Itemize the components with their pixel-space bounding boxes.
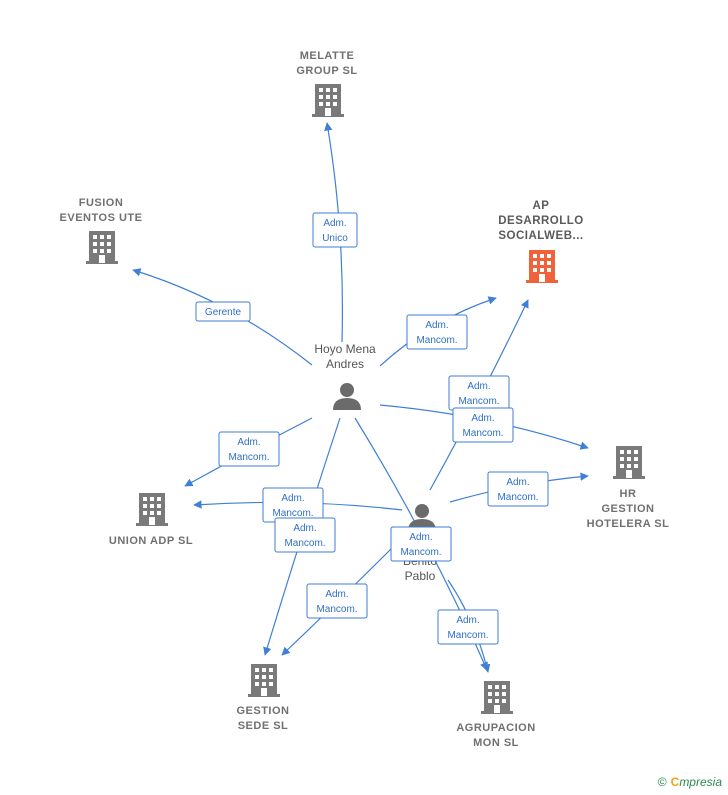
person-label: Andres xyxy=(326,357,364,371)
rel-text: Adm. xyxy=(409,532,432,543)
node-agrupacion[interactable]: AGRUPACION MON SL xyxy=(456,681,535,749)
rel-text: Adm. xyxy=(293,523,316,534)
node-hr[interactable]: HR GESTION HOTELERA SL xyxy=(587,446,670,530)
brand-watermark: ©Cmpresia xyxy=(658,775,722,789)
node-fusion[interactable]: FUSION EVENTOS UTE xyxy=(60,197,143,264)
rel-text: Adm. xyxy=(467,381,490,392)
node-label: AGRUPACION xyxy=(456,722,535,734)
brand-logo-initial: C xyxy=(670,775,680,789)
rel-text: Adm. xyxy=(471,413,494,424)
rel-text: Adm. xyxy=(281,493,304,504)
node-union[interactable]: UNION ADP SL xyxy=(109,493,193,547)
relation-label-r9: Adm. Mancom. xyxy=(274,517,336,553)
rel-text: Mancom. xyxy=(284,538,325,549)
relation-label-r2: Gerente xyxy=(195,301,251,322)
node-label: HOTELERA SL xyxy=(587,518,670,530)
rel-text: Mancom. xyxy=(458,396,499,407)
rel-text: Gerente xyxy=(205,307,242,318)
rel-text: Unico xyxy=(322,233,348,244)
node-label: SEDE SL xyxy=(238,720,289,732)
relation-labels: Adm. Unico Gerente Adm. Mancom. Adm. Man… xyxy=(195,212,549,645)
rel-text: Adm. xyxy=(425,320,448,331)
rel-text: Mancom. xyxy=(416,335,457,346)
relation-label-r1: Adm. Unico xyxy=(312,212,358,248)
node-label: GESTION xyxy=(236,705,289,717)
node-gestion[interactable]: GESTION SEDE SL xyxy=(236,664,289,732)
rel-text: Mancom. xyxy=(228,452,269,463)
rel-text: Adm. xyxy=(323,218,346,229)
building-icon xyxy=(86,231,118,264)
node-label: MON SL xyxy=(473,737,519,749)
rel-text: Mancom. xyxy=(272,508,313,519)
node-label: FUSION xyxy=(79,197,124,209)
relation-label-r11: Adm. Mancom. xyxy=(306,583,368,619)
rel-text: Mancom. xyxy=(447,630,488,641)
relation-label-r3: Adm. Mancom. xyxy=(406,314,468,350)
building-icon xyxy=(312,84,344,117)
building-icon xyxy=(248,664,280,697)
rel-text: Mancom. xyxy=(497,492,538,503)
relation-label-r6: Adm. Mancom. xyxy=(218,431,280,467)
relation-label-r10-overlay: Adm. Mancom. xyxy=(390,526,452,562)
building-icon xyxy=(136,493,168,526)
brand-logo-text: mpresia xyxy=(679,775,722,789)
relation-label-r12: Adm. Mancom. xyxy=(437,609,499,645)
node-label: EVENTOS UTE xyxy=(60,212,143,224)
building-icon xyxy=(481,681,513,714)
copyright-symbol: © xyxy=(657,775,667,789)
node-ap[interactable]: AP DESARROLLO SOCIALWEB... xyxy=(498,200,584,283)
node-hoyo[interactable]: Hoyo Mena Andres xyxy=(314,342,376,410)
building-icon xyxy=(613,446,645,479)
relation-label-r7: Adm. Mancom. xyxy=(487,471,549,507)
building-icon xyxy=(526,250,558,283)
person-label: Hoyo Mena xyxy=(314,342,376,356)
relation-label-r8: Adm. Mancom. xyxy=(262,487,324,523)
node-melatte[interactable]: MELATTE GROUP SL xyxy=(296,50,357,117)
relation-label-r5: Adm. Mancom. xyxy=(452,407,514,443)
node-label: HR xyxy=(620,488,637,500)
node-label: DESARROLLO xyxy=(498,215,584,227)
node-label: GROUP SL xyxy=(296,65,357,77)
node-label: GESTION xyxy=(601,503,654,515)
rel-text: Mancom. xyxy=(462,428,503,439)
node-label: AP xyxy=(533,200,550,212)
rel-text: Adm. xyxy=(237,437,260,448)
node-label: MELATTE xyxy=(300,50,355,62)
person-icon xyxy=(333,383,361,410)
node-label: SOCIALWEB... xyxy=(498,230,583,242)
rel-text: Adm. xyxy=(456,615,479,626)
person-label: Pablo xyxy=(405,569,436,583)
rel-text: Adm. xyxy=(325,589,348,600)
rel-text: Mancom. xyxy=(400,547,441,558)
relation-label-r4: Adm. Mancom. xyxy=(448,375,510,411)
node-label: UNION ADP SL xyxy=(109,535,193,547)
rel-text: Mancom. xyxy=(316,604,357,615)
rel-text: Adm. xyxy=(506,477,529,488)
